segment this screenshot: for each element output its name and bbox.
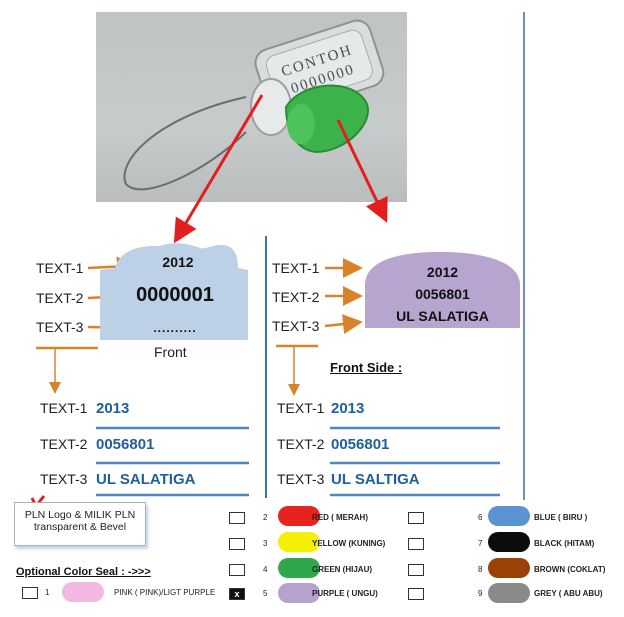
left-seal-year: 2012 — [162, 254, 194, 270]
right-table-label-1: TEXT-1 — [277, 400, 325, 416]
left-seal-caption: Front — [154, 344, 187, 360]
color-checkbox-4[interactable] — [229, 564, 245, 576]
right-seal-year: 2012 — [426, 264, 459, 280]
color-swatch-4 — [278, 558, 320, 578]
color-swatch-9 — [488, 583, 530, 603]
color-checkbox-1[interactable] — [22, 587, 38, 599]
color-name-2: RED ( MERAH) — [312, 513, 368, 522]
color-number-2: 2 — [263, 513, 268, 522]
logo-info-box: PLN Logo & MILIK PLN transparent & Bevel — [14, 502, 146, 546]
color-name-7: BLACK (HITAM) — [534, 539, 595, 548]
optional-color-label: Optional Color Seal : ->>> — [16, 566, 151, 578]
color-swatch-2 — [278, 506, 320, 526]
color-checkbox-3[interactable] — [229, 538, 245, 550]
color-number-4: 4 — [263, 565, 268, 574]
color-number-1: 1 — [45, 588, 50, 597]
color-number-5: 5 — [263, 589, 268, 598]
color-checkbox-9[interactable] — [408, 588, 424, 600]
color-checkbox-7[interactable] — [408, 538, 424, 550]
color-swatch-7 — [488, 532, 530, 552]
color-swatch-5 — [278, 583, 320, 603]
color-swatch-8 — [488, 558, 530, 578]
color-number-3: 3 — [263, 539, 268, 548]
left-seal-dots: .......... — [153, 321, 197, 335]
color-checkbox-2[interactable] — [229, 512, 245, 524]
right-table-label-3: TEXT-3 — [277, 471, 325, 487]
left-table-label-1: TEXT-1 — [40, 400, 88, 416]
color-name-4: GREEN (HIJAU) — [312, 565, 373, 574]
logo-info-line-1: PLN Logo & MILIK PLN — [24, 509, 136, 521]
logo-info-line-2: transparent & Bevel — [33, 521, 127, 533]
color-name-1: PINK ( PINK)/LIGT PURPLE — [114, 588, 216, 597]
color-checkbox-5[interactable]: x — [229, 588, 245, 600]
right-table-value-1: 2013 — [331, 400, 365, 417]
color-checkbox-6[interactable] — [408, 512, 424, 524]
color-number-9: 9 — [478, 589, 483, 598]
color-swatch-6 — [488, 506, 530, 526]
left-table-label-3: TEXT-3 — [40, 471, 88, 487]
left-arrow-label-2: TEXT-2 — [36, 290, 84, 306]
page-right-border — [523, 12, 525, 500]
front-side-label: Front Side : — [330, 360, 403, 375]
left-table-value-3: UL SALATIGA — [96, 471, 196, 488]
right-arrow-label-1: TEXT-1 — [272, 260, 320, 276]
left-arrow-label-1: TEXT-1 — [36, 260, 84, 276]
left-seal-serial: 0000001 — [136, 284, 214, 306]
color-number-6: 6 — [478, 513, 483, 522]
right-table-label-2: TEXT-2 — [277, 436, 325, 452]
color-checkbox-8[interactable] — [408, 564, 424, 576]
left-table-label-2: TEXT-2 — [40, 436, 88, 452]
left-table-value-2: 0056801 — [96, 436, 155, 453]
color-name-9: GREY ( ABU ABU) — [534, 589, 603, 598]
color-name-6: BLUE ( BIRU ) — [534, 513, 588, 522]
left-arrow-label-3: TEXT-3 — [36, 319, 84, 335]
right-arrow-label-3: TEXT-3 — [272, 318, 320, 334]
right-seal-shape — [365, 252, 520, 328]
right-seal-serial: 0056801 — [415, 286, 470, 302]
color-swatch-1 — [62, 582, 104, 602]
right-table-value-3: UL SALTIGA — [331, 471, 420, 488]
seal-photo-illustration: CONTOH 0000000 — [123, 19, 385, 191]
left-table-value-1: 2013 — [96, 400, 130, 417]
color-number-7: 7 — [478, 539, 483, 548]
color-swatch-3 — [278, 532, 320, 552]
seal-photo: CONTOH 0000000 — [96, 12, 407, 202]
right-seal-unit: UL SALATIGA — [396, 308, 489, 324]
left-seal-shape — [100, 243, 248, 340]
color-name-5: PURPLE ( UNGU) — [312, 589, 378, 598]
right-arrow-label-2: TEXT-2 — [272, 289, 320, 305]
right-table-value-2: 0056801 — [331, 436, 390, 453]
color-name-3: YELLOW (KUNING) — [312, 539, 386, 548]
color-name-8: BROWN (COKLAT) — [534, 565, 606, 574]
color-number-8: 8 — [478, 565, 483, 574]
